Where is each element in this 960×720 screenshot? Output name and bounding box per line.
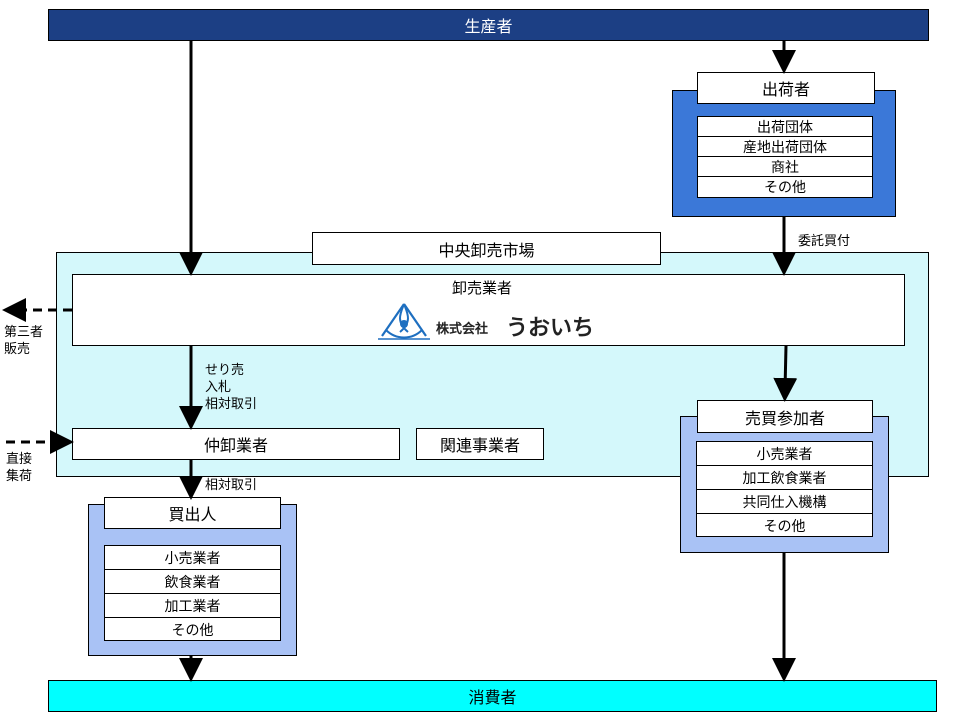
producer-bar: 生産者 <box>48 9 929 41</box>
list-item: 加工業者 <box>105 594 280 618</box>
trade-participant-title: 売買参加者 <box>697 400 873 433</box>
list-item: 出荷団体 <box>698 117 872 137</box>
list-item: 小売業者 <box>105 546 280 570</box>
logo-text-name: うおいち <box>506 316 595 341</box>
shipper-title: 出荷者 <box>697 72 875 104</box>
list-item: その他 <box>764 180 806 196</box>
logo-text-prefix: 株式会社 <box>436 322 489 337</box>
intermediate-wholesaler-box: 仲卸業者 <box>72 428 400 460</box>
central-market-label: 中央卸売市場 <box>438 240 535 260</box>
buyer-list: 小売業者 飲食業者 加工業者 その他 <box>104 545 281 641</box>
trade-methods-label: せり売 入札 相対取引 <box>205 363 258 412</box>
list-item: 小売業者 <box>697 442 872 466</box>
wholesaler-title: 卸売業者 <box>452 279 513 297</box>
related-business-label: 関連事業者 <box>439 436 520 455</box>
consumer-bar: 消費者 <box>48 680 937 712</box>
company-logo-icon <box>378 303 430 340</box>
list-item: その他 <box>763 518 806 535</box>
wholesaler-box <box>72 274 905 346</box>
shipper-list: 出荷団体 産地出荷団体 商社 その他 <box>697 116 873 198</box>
list-item: 飲食業者 <box>105 570 280 594</box>
list-item: 加工飲食業者 <box>697 466 872 490</box>
central-market-title: 中央卸売市場 <box>312 232 661 265</box>
list-item: 共同仕入機構 <box>697 490 872 514</box>
trade-participant-title-label: 売買参加者 <box>744 408 825 428</box>
related-business-box: 関連事業者 <box>416 428 544 460</box>
consumer-label: 消費者 <box>468 688 517 707</box>
buyer-title: 買出人 <box>104 497 281 529</box>
list-item: その他 <box>171 622 214 639</box>
shipper-title-label: 出荷者 <box>761 80 810 99</box>
list-item: 商社 <box>698 157 872 177</box>
buyer-title-label: 買出人 <box>168 505 217 524</box>
wholesaler-logo: 株式会社 うおいち <box>378 300 608 342</box>
third-party-sale-label: 第三者 販売 <box>4 325 44 357</box>
relative-trade-label: 相対取引 <box>205 478 258 493</box>
consignment-label: 委託買付 <box>798 234 851 249</box>
trade-participant-list: 小売業者 加工飲食業者 共同仕入機構 その他 <box>696 441 873 537</box>
producer-label: 生産者 <box>464 17 513 36</box>
intermediate-wholesaler-label: 仲卸業者 <box>203 436 268 455</box>
direct-collection-label: 直接 集荷 <box>6 452 33 484</box>
list-item: 産地出荷団体 <box>698 137 872 157</box>
